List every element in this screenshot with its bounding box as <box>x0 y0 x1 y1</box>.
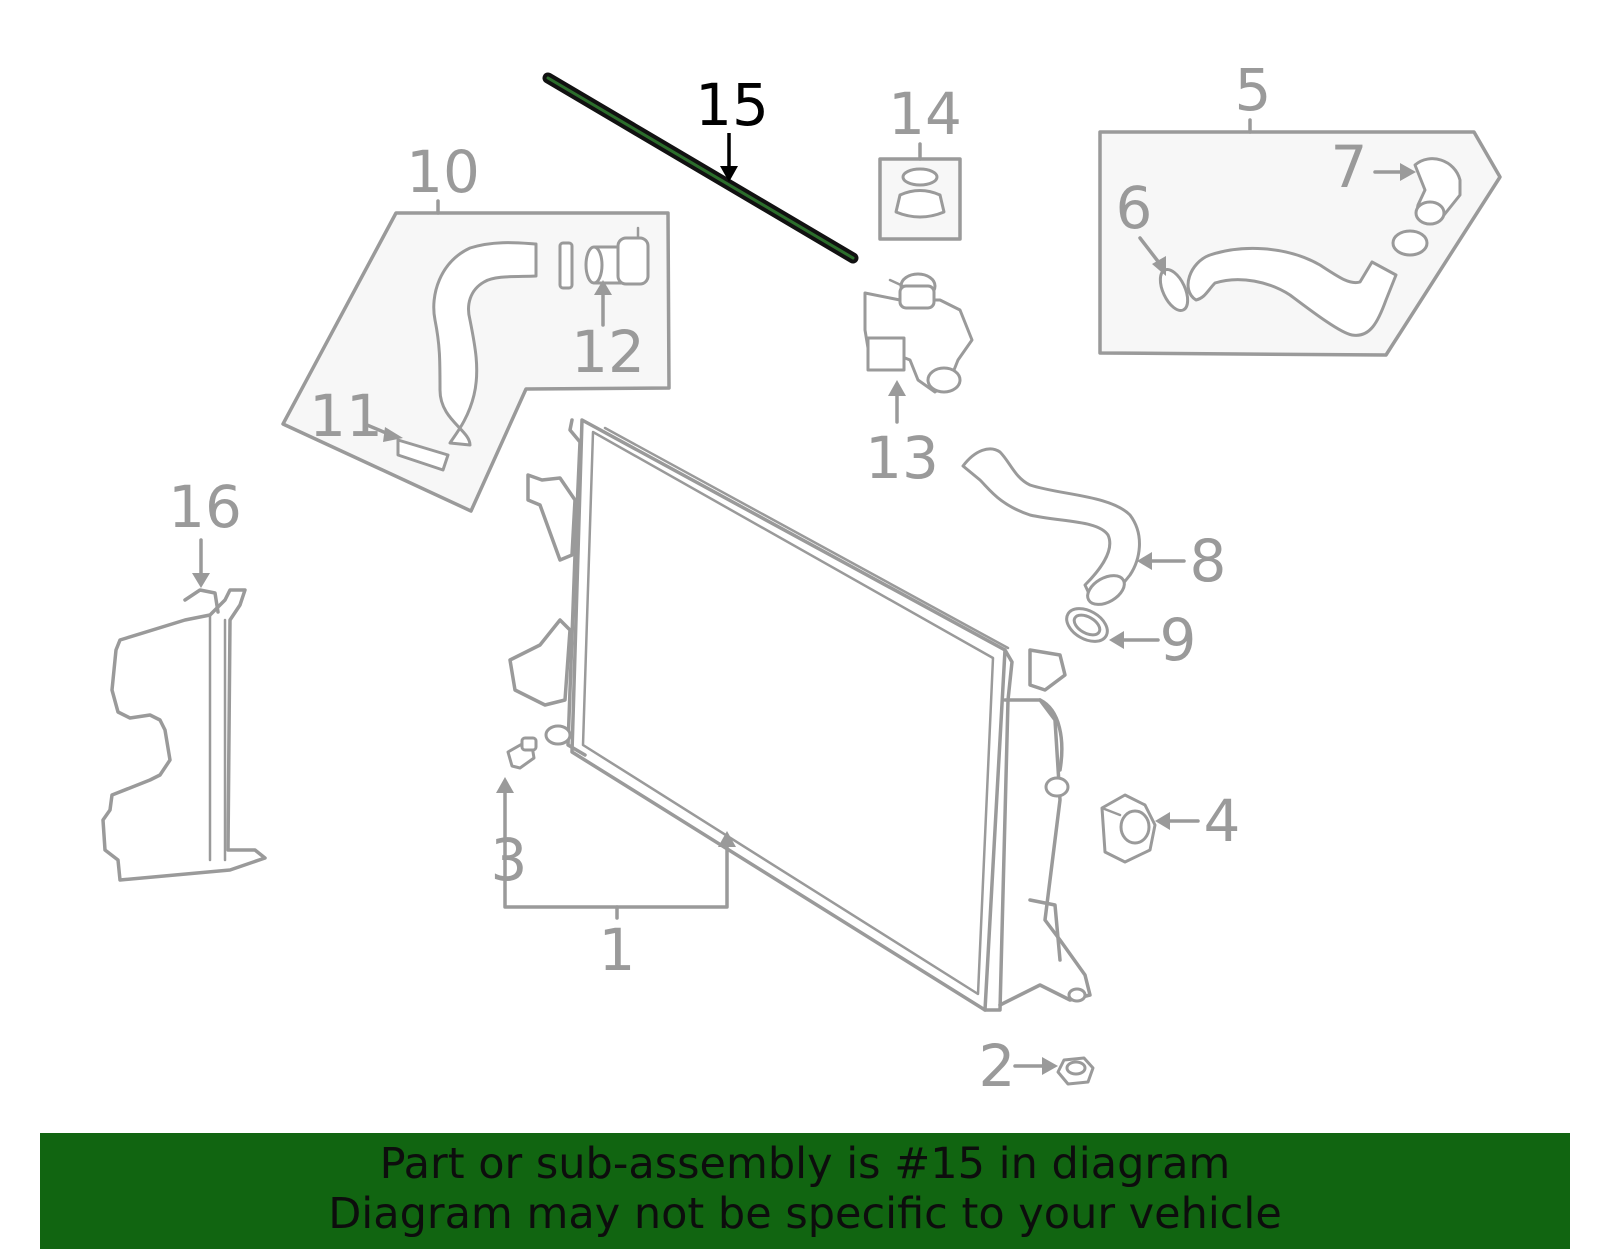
callout-7[interactable]: 7 <box>1331 133 1368 201</box>
part-9-clamp[interactable] <box>1061 602 1113 648</box>
banner-line-disclaimer: Diagram may not be specific to your vehi… <box>328 1189 1282 1239</box>
callout-14[interactable]: 14 <box>888 80 962 148</box>
callout-9[interactable]: 9 <box>1160 606 1197 674</box>
callout-13[interactable]: 13 <box>865 424 939 492</box>
part-3-drain-plug[interactable] <box>506 736 538 770</box>
callout-8[interactable]: 8 <box>1190 527 1227 595</box>
part-4-mount-bushing[interactable] <box>1100 793 1157 864</box>
part-14-radiator-cap[interactable] <box>878 157 962 241</box>
part-1-radiator[interactable] <box>508 418 1092 1012</box>
callout-2[interactable]: 2 <box>979 1032 1016 1100</box>
part-13-thermostat-housing[interactable] <box>863 272 974 394</box>
part-2-nut[interactable] <box>1056 1056 1095 1086</box>
part-15-seal-strip[interactable] <box>542 72 859 264</box>
callout-3[interactable]: 3 <box>491 826 528 894</box>
callout-11[interactable]: 11 <box>309 382 383 450</box>
callout-1[interactable]: 1 <box>599 916 636 984</box>
callout-16[interactable]: 16 <box>168 473 242 541</box>
banner-line-part: Part or sub-assembly is #15 in diagram <box>379 1139 1231 1189</box>
callout-12[interactable]: 12 <box>571 318 645 386</box>
part-8-hose[interactable] <box>961 447 1141 610</box>
group-5-lower-hose-kit[interactable] <box>1098 130 1502 357</box>
callout-10[interactable]: 10 <box>406 138 480 206</box>
group-10-upper-hose-kit[interactable] <box>281 211 671 513</box>
callout-4[interactable]: 4 <box>1204 787 1241 855</box>
leader-15 <box>720 133 738 182</box>
callout-5[interactable]: 5 <box>1235 56 1272 124</box>
info-banner: Part or sub-assembly is #15 in diagram D… <box>40 1133 1570 1249</box>
part-16-air-guide[interactable] <box>101 588 267 882</box>
callout-6[interactable]: 6 <box>1116 174 1153 242</box>
callout-15[interactable]: 15 <box>695 71 769 139</box>
